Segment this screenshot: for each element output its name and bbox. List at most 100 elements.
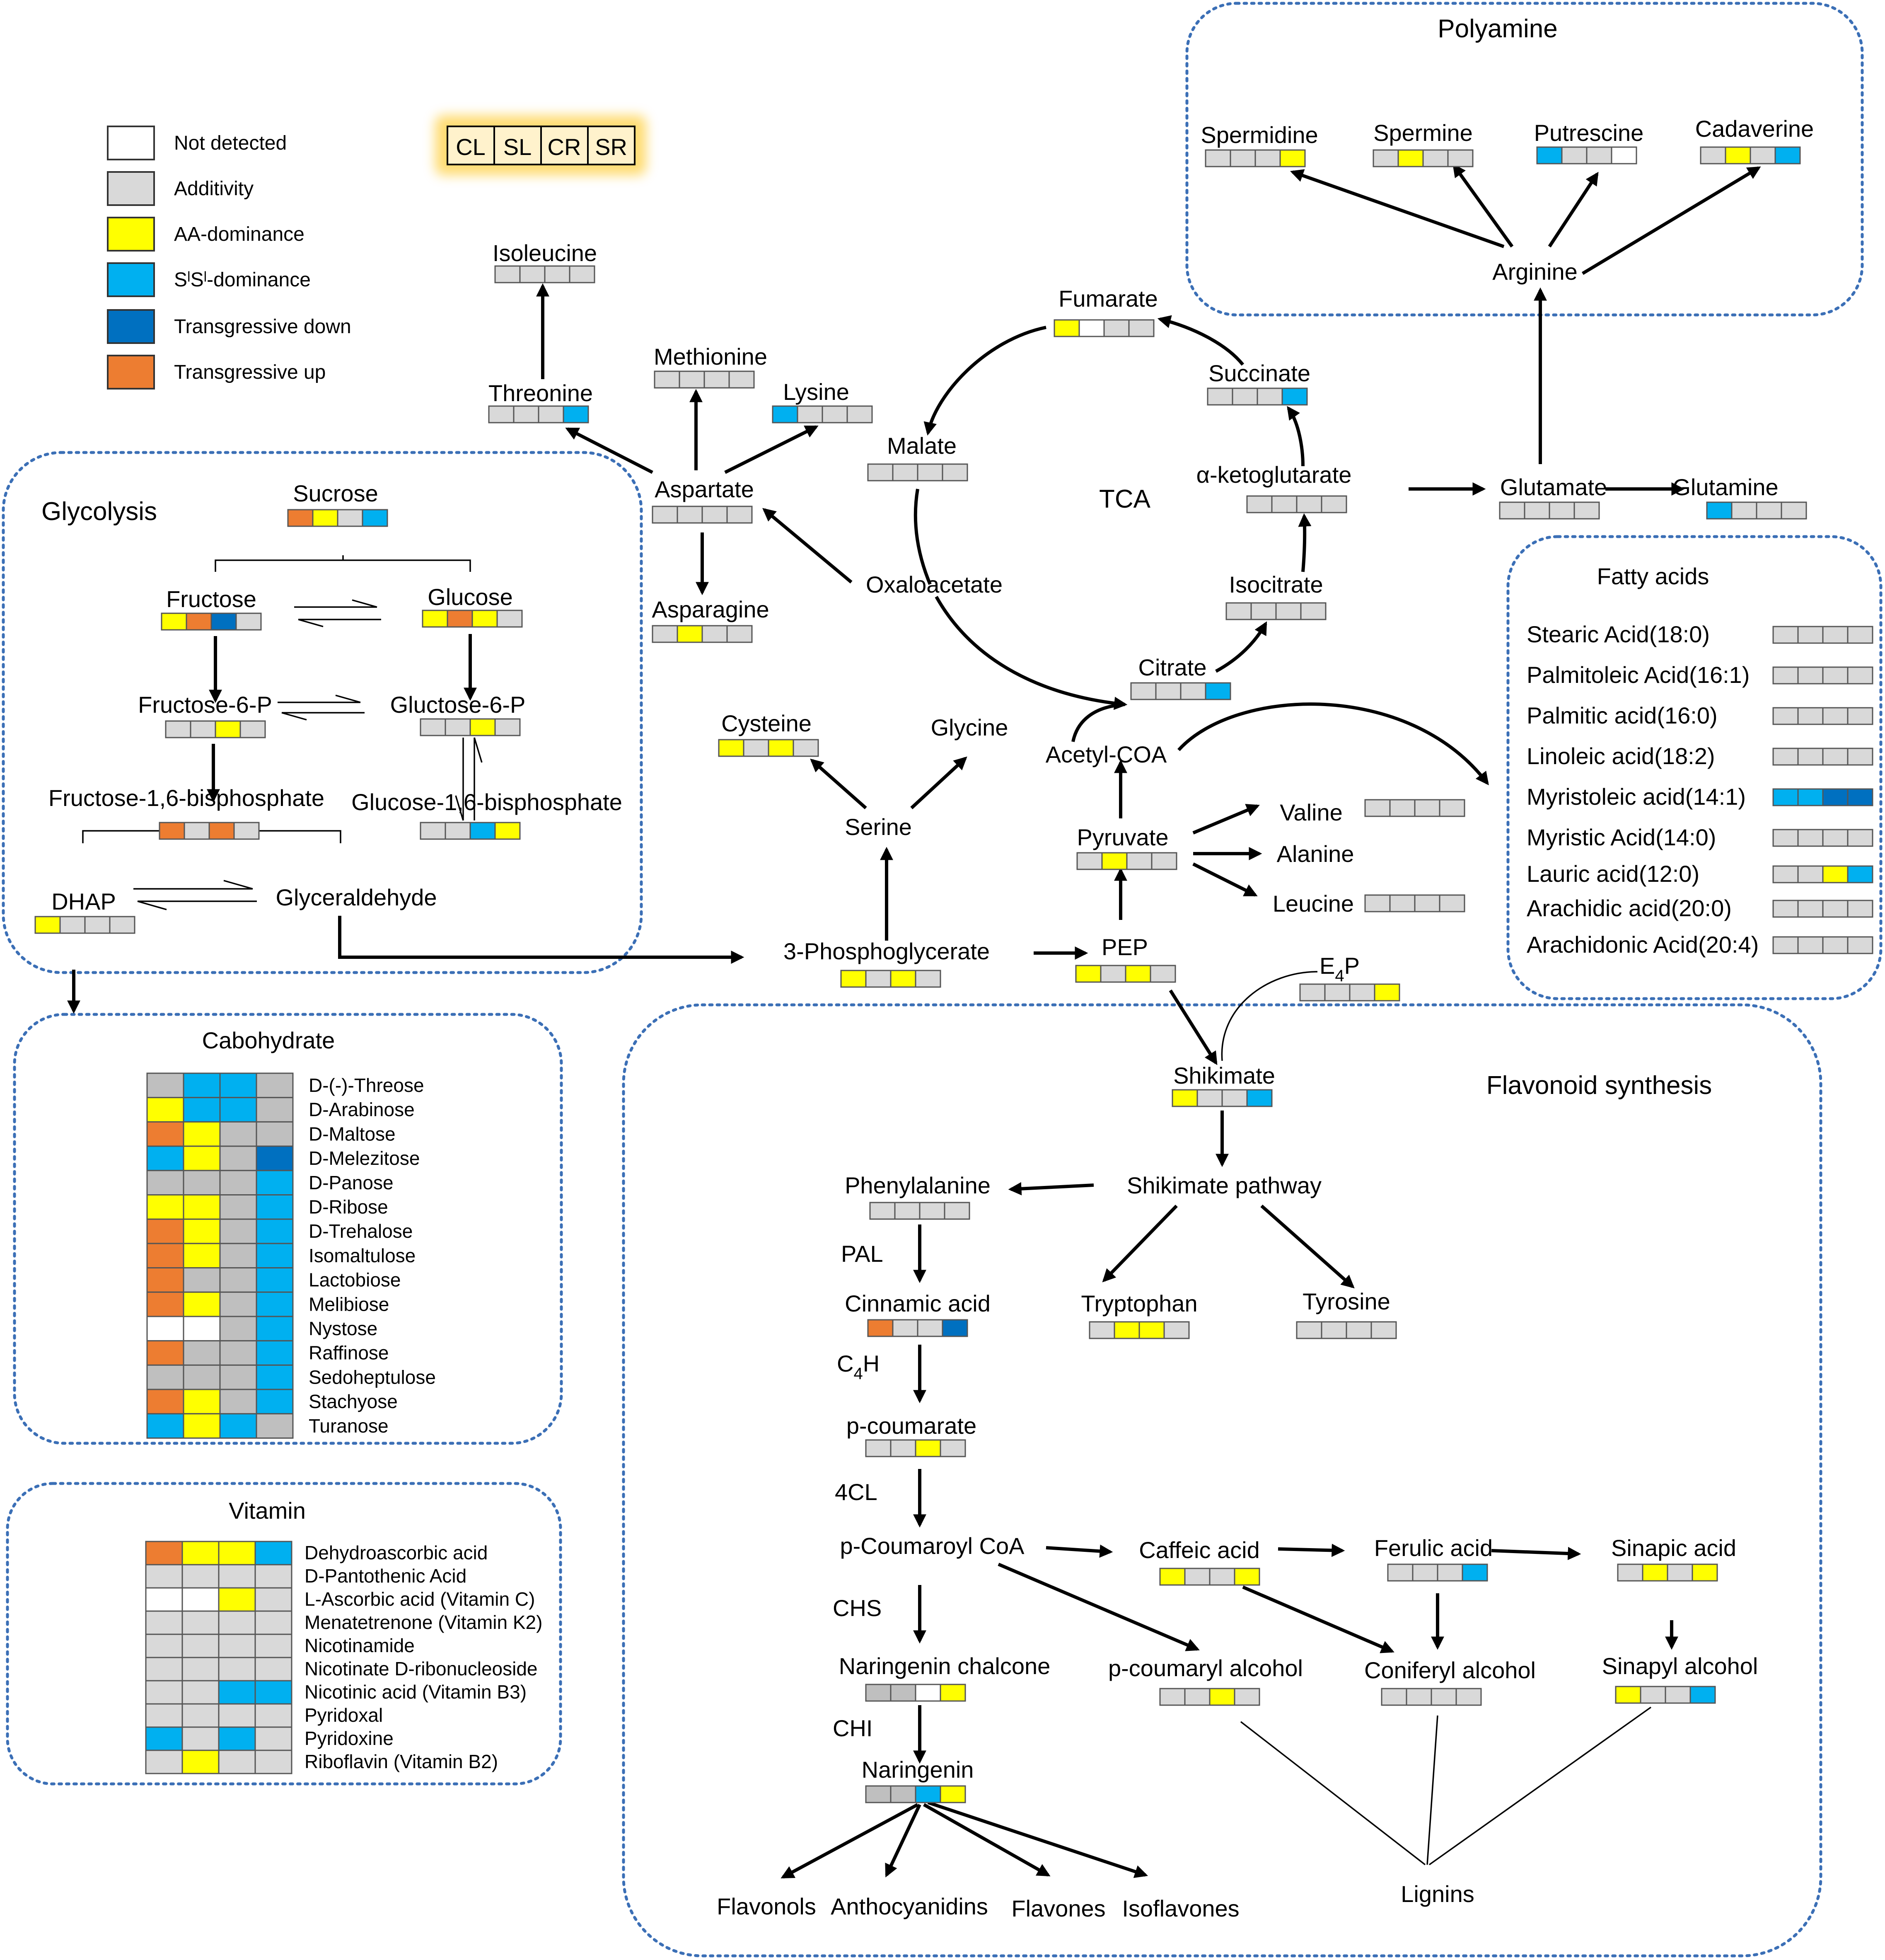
carb-turanose-cells-cell-4 — [256, 1413, 294, 1439]
glutamine-label: Glutamine — [1672, 474, 1778, 500]
succinate-cells-cell-3 — [1257, 387, 1283, 406]
p-coumarate-cells — [865, 1439, 966, 1457]
order-cell-sr — [587, 126, 636, 165]
carb-nystose-cells-cell-1 — [146, 1316, 184, 1342]
carb-d-ribose-cells — [146, 1194, 294, 1220]
carb-nystose-cells-cell-3 — [219, 1316, 257, 1342]
glutamate-label: Glutamate — [1500, 474, 1607, 500]
naringenin-chalcone-cells — [865, 1684, 966, 1702]
putrescine-cells-cell-2 — [1561, 146, 1588, 165]
fatty-acids-box — [1506, 535, 1883, 1000]
caffeic-acid-cells-cell-2 — [1184, 1568, 1211, 1586]
glycine-label: Glycine — [931, 714, 1008, 740]
metabolite-cells — [34, 146, 1873, 1803]
fatty-myristic-acid-14-0-cells-cell-1 — [1772, 829, 1799, 847]
vit-nicotinate-d-ribonucleoside-cells-cell-1 — [145, 1657, 183, 1682]
succinate-cells-cell-1 — [1207, 387, 1233, 406]
leucine-cells-cell-2 — [1389, 894, 1416, 912]
fructose-6-p-cells-cell-2 — [190, 720, 216, 738]
carb-d-arabinose-label: D-Arabinose — [309, 1099, 415, 1120]
isocitrate-cells-cell-4 — [1300, 602, 1327, 620]
e4p-cells-cell-1 — [1299, 983, 1326, 1002]
legend-s-s-dominance-label: SˡSˡ-dominance — [174, 269, 311, 291]
e4p-main: E — [1320, 953, 1335, 979]
vit-d-pantothenic-acid-cells — [145, 1564, 292, 1589]
carb-isomaltulose-cells-cell-3 — [219, 1243, 257, 1269]
naringenin-chalcone-cells-cell-4 — [940, 1684, 966, 1702]
sinapyl-alcohol-cells-cell-1 — [1615, 1686, 1641, 1704]
tryptophan-cells — [1089, 1321, 1190, 1339]
methionine-cells — [654, 370, 755, 389]
tryptophan-cells-cell-2 — [1114, 1321, 1140, 1339]
ferulic-acid-label: Ferulic acid — [1374, 1535, 1493, 1561]
putrescine-cells-cell-4 — [1611, 146, 1637, 165]
fatty-myristic-acid-14-0-cells-cell-3 — [1822, 829, 1849, 847]
carb-sedoheptulose-label: Sedoheptulose — [309, 1366, 436, 1388]
cysteine-label: Cysteine — [721, 710, 812, 736]
aspartate-cells — [652, 506, 753, 524]
fatty-stearic-acid-18-0-label: Stearic Acid(18:0) — [1527, 621, 1710, 647]
spermine-cells-cell-1 — [1373, 149, 1399, 167]
glutamine-cells — [1706, 501, 1807, 520]
isocitrate-cells — [1225, 602, 1327, 620]
fatty-arachidic-acid-20-0-cells-cell-2 — [1797, 900, 1824, 918]
threonine-label: Threonine — [488, 380, 593, 406]
succinate-cells — [1207, 387, 1308, 406]
fatty-palmitoleic-acid-16-1-cells — [1772, 666, 1873, 685]
fatty-palmitic-acid-16-0-cells-cell-3 — [1822, 707, 1849, 725]
sinapic-acid-cells-cell-1 — [1617, 1563, 1643, 1582]
p-coumaroyl-coa-label: p-Coumaroyl CoA — [840, 1533, 1025, 1559]
carb-d-melezitose-label: D-Melezitose — [309, 1147, 420, 1169]
p-coumarate-cells-cell-3 — [915, 1439, 941, 1457]
cinnamic-acid-cells-cell-3 — [917, 1319, 943, 1337]
order-cell-sl — [493, 126, 542, 165]
enzyme-chs: CHS — [833, 1595, 882, 1621]
vit-nicotinic-acid-vitamin-b3-cells-cell-4 — [254, 1680, 292, 1705]
legend-transgressive-up-swatch — [107, 355, 155, 390]
malate-cells-cell-1 — [867, 463, 894, 482]
carb-nystose-cells-cell-2 — [183, 1316, 221, 1342]
fatty-stearic-acid-18-0-cells-cell-1 — [1772, 626, 1799, 644]
fatty-palmitic-acid-16-0-cells-cell-2 — [1797, 707, 1824, 725]
vit-l-ascorbic-acid-vitamin-c-cells-cell-1 — [145, 1587, 183, 1612]
coniferyl-alcohol-cells-cell-3 — [1431, 1688, 1457, 1706]
spermine-cells-cell-2 — [1397, 149, 1424, 167]
carb-d-panose-label: D-Panose — [309, 1172, 394, 1193]
vit-riboflavin-vitamin-b2-label: Riboflavin (Vitamin B2) — [304, 1751, 498, 1772]
lysine-cells-cell-3 — [822, 405, 848, 423]
fructose-6-p-cells-cell-3 — [215, 720, 241, 738]
vit-l-ascorbic-acid-vitamin-c-cells — [145, 1587, 292, 1612]
fatty-lauric-acid-12-0-cells-cell-3 — [1822, 865, 1849, 883]
fatty-linoleic-acid-18-2-cells — [1772, 748, 1873, 766]
cadaverine-cells-cell-3 — [1750, 146, 1776, 165]
carb-raffinose-cells-cell-1 — [146, 1340, 184, 1366]
asparagine-cells-cell-4 — [726, 625, 753, 643]
methionine-cells-cell-2 — [679, 370, 705, 389]
leucine-label: Leucine — [1273, 890, 1354, 917]
valine-cells-cell-3 — [1414, 799, 1440, 817]
citrate-label: Citrate — [1138, 654, 1207, 680]
vit-nicotinic-acid-vitamin-b3-cells-cell-1 — [145, 1680, 183, 1705]
order-cell-sl-label: SL — [503, 134, 532, 160]
legend-not-detected-swatch — [107, 126, 155, 160]
carb-stachyose-label: Stachyose — [309, 1391, 398, 1412]
tyrosine-cells-cell-2 — [1321, 1321, 1347, 1339]
glutamine-cells-cell-4 — [1781, 501, 1807, 520]
vit-l-ascorbic-acid-vitamin-c-cells-cell-3 — [218, 1587, 256, 1612]
spermidine-cells-cell-3 — [1254, 149, 1281, 167]
dhap-cells — [34, 916, 135, 934]
fumarate-cells-cell-1 — [1054, 319, 1080, 337]
flavonoid-title: Flavonoid synthesis — [1486, 1071, 1712, 1100]
tyrosine-cells-cell-4 — [1370, 1321, 1397, 1339]
aspartate-cells-cell-1 — [652, 506, 678, 524]
glutamate-cells-cell-4 — [1573, 501, 1600, 520]
fatty-arachidonic-acid-20-4-cells-cell-4 — [1847, 936, 1873, 954]
naringenin-chalcone-cells-cell-1 — [865, 1684, 892, 1702]
naringenin-chalcone-cells-cell-3 — [915, 1684, 941, 1702]
3-phosphoglycerate-cells — [840, 970, 941, 988]
vit-d-pantothenic-acid-cells-cell-4 — [254, 1564, 292, 1589]
putrescine-cells-cell-1 — [1536, 146, 1563, 165]
succinate-cells-cell-2 — [1232, 387, 1258, 406]
spermidine-cells-cell-2 — [1230, 149, 1256, 167]
